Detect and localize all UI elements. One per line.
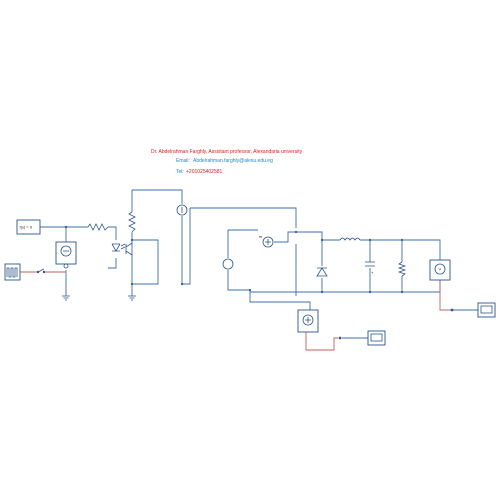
capacitor-icon [365, 261, 375, 267]
constant-block[interactable]: f(x) = 0 [16, 219, 41, 235]
current-meter-mid[interactable]: m [259, 234, 274, 248]
switch-icon [37, 268, 45, 273]
wire-to-inductor[interactable] [296, 231, 340, 241]
optocoupler-block[interactable] [111, 242, 133, 256]
diode-icon [316, 267, 328, 277]
voltage-measurement-block[interactable]: V [429, 259, 451, 281]
diode[interactable] [316, 267, 328, 277]
tel-label: Tel: [176, 169, 184, 175]
load-resistor[interactable] [397, 261, 407, 277]
email-address: Abdelrahman.farghly@alexu.edu.eg [193, 158, 273, 164]
gate-resistor[interactable] [128, 211, 136, 233]
ground-transistor-icon [128, 295, 136, 301]
junction-dots [64, 225, 404, 294]
signal-arrow-right [450, 308, 454, 312]
wire-transistor-loop[interactable] [132, 239, 159, 285]
phototransistor-icon [125, 242, 133, 256]
source-circle-icon [60, 245, 72, 257]
pulse-generator-block[interactable] [4, 263, 21, 281]
inductor-icon [339, 237, 361, 241]
voltmeter-icon: V [439, 267, 442, 272]
wire-main-left-rail[interactable] [182, 208, 191, 285]
resistor-icon [87, 223, 109, 231]
wires [20, 189, 478, 351]
light-arrows-icon [120, 243, 126, 250]
lower-measurement-block[interactable] [297, 309, 319, 333]
wire-source-bottom[interactable] [227, 270, 250, 291]
wire-resistor-to-optocoupler[interactable] [108, 226, 117, 240]
scope-right[interactable] [477, 302, 496, 318]
wire-meter-to-node[interactable] [274, 231, 296, 243]
inductor[interactable] [339, 237, 361, 241]
scope-screen-icon [480, 305, 493, 314]
port-icon [63, 263, 69, 269]
constant-label: f(x) = 0 [20, 225, 33, 230]
wire-voltage-signal[interactable] [439, 282, 452, 311]
meter-icon [265, 239, 271, 245]
led-icon [111, 243, 121, 252]
wire-optocoupler-return[interactable] [108, 258, 117, 269]
pulse-wave-icon [6, 267, 18, 278]
current-meter-top[interactable] [176, 204, 188, 216]
source-meter-block[interactable] [55, 241, 77, 269]
wire-inductor-to-load[interactable] [360, 239, 441, 260]
tel-number: +201025402581 [186, 169, 223, 175]
resistor-icon [128, 211, 136, 233]
scope-screen-icon [370, 333, 383, 342]
meter-icon [305, 317, 311, 323]
resistor-icon [397, 261, 407, 277]
input-resistor[interactable] [87, 223, 109, 231]
email-label: Email: [176, 158, 190, 164]
capacitor[interactable]: + [365, 261, 375, 275]
ground-left-icon [62, 295, 70, 301]
svg-text:+: + [371, 270, 374, 275]
switch-block[interactable] [36, 268, 46, 274]
wire-lower-meter-signal[interactable] [305, 332, 338, 351]
author-credit: Dr. Abdelrahman Farghly, Assistant profe… [151, 149, 303, 155]
wire-bottom-return[interactable] [250, 280, 441, 293]
wire-top-to-current-meter[interactable] [132, 189, 183, 204]
wire-to-lower-meter[interactable] [249, 290, 311, 310]
signal-arrow-lower [338, 336, 342, 340]
dc-source[interactable] [222, 258, 234, 270]
svg-text:m: m [259, 234, 263, 239]
wire-main-top-rail[interactable] [190, 207, 297, 228]
scope-lower[interactable] [367, 330, 386, 346]
